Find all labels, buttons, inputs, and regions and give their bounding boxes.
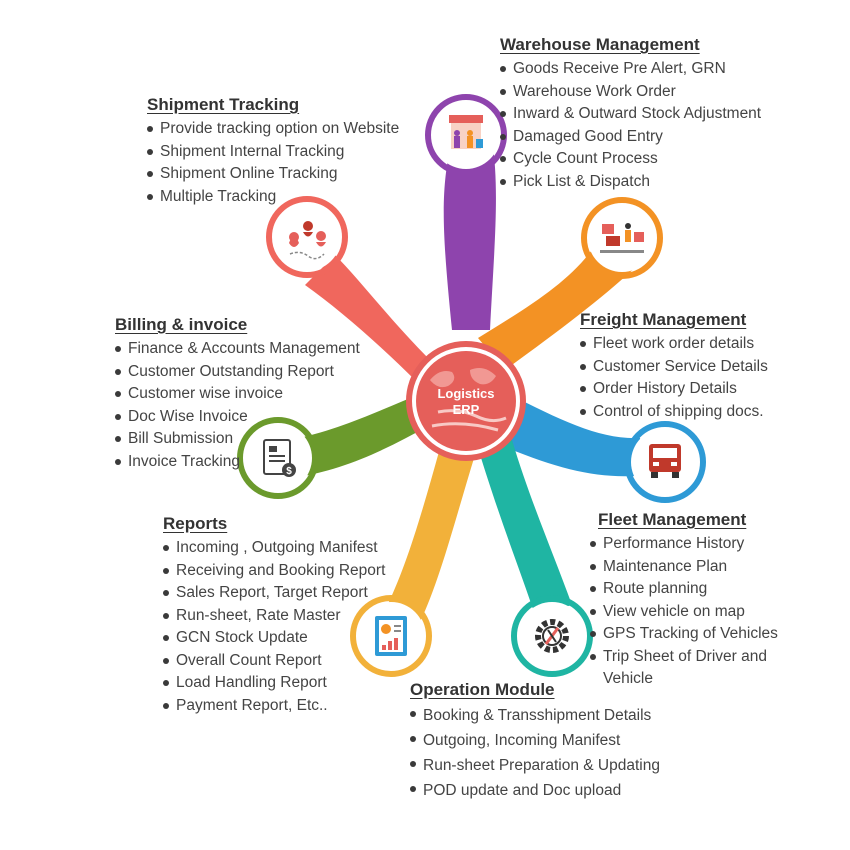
list-item: Payment Report, Etc.. [163, 695, 385, 718]
operation-module: Operation Module Booking & Transshipment… [410, 680, 660, 803]
list-item: GPS Tracking of Vehicles [590, 623, 790, 646]
operation-node [511, 595, 593, 677]
operation-arm [478, 440, 572, 615]
list-item: GCN Stock Update [163, 627, 385, 650]
list-item: Invoice Tracking [115, 451, 360, 474]
billing-arm [290, 392, 430, 478]
list-item: View vehicle on map [590, 601, 790, 624]
list-item: Order History Details [580, 378, 768, 401]
list-item: Bill Submission [115, 428, 360, 451]
list-item: Outgoing, Incoming Manifest [410, 728, 660, 753]
fleet-title: Fleet Management [598, 510, 747, 529]
center-title-line2: ERP [453, 402, 480, 417]
freight-handling-icon [600, 223, 644, 253]
list-item: Run-sheet Preparation & Updating [410, 753, 660, 778]
reports-module: Reports Incoming , Outgoing Manifest Rec… [163, 514, 385, 717]
list-item: Route planning [590, 578, 790, 601]
reports-title: Reports [163, 514, 228, 533]
list-item: Doc Wise Invoice [115, 406, 360, 429]
list-item: Inward & Outward Stock Adjustment [500, 103, 761, 126]
list-item: Incoming , Outgoing Manifest [163, 537, 385, 560]
fleet-arm [500, 392, 648, 477]
list-item: Provide tracking option on Website [147, 118, 399, 141]
list-item: Shipment Internal Tracking [147, 141, 399, 164]
warehouse-workers-icon [449, 115, 483, 149]
list-item: Goods Receive Pre Alert, GRN [500, 58, 761, 81]
shipment-title: Shipment Tracking [147, 95, 300, 114]
list-item: Overall Count Report [163, 650, 385, 673]
warehouse-node [425, 94, 507, 176]
shipment-list: Provide tracking option on Website Shipm… [147, 118, 399, 208]
freight-node [581, 197, 663, 279]
list-item: Damaged Good Entry [500, 126, 761, 149]
list-item: Maintenance Plan [590, 556, 790, 579]
fleet-list: Performance History Maintenance Plan Rou… [590, 533, 790, 691]
list-item: Control of shipping docs. [580, 401, 768, 424]
list-item: Finance & Accounts Management [115, 338, 360, 361]
reports-list: Incoming , Outgoing Manifest Receiving a… [163, 537, 385, 717]
list-item: Run-sheet, Rate Master [163, 605, 385, 628]
billing-title: Billing & invoice [115, 315, 248, 334]
fleet-node [624, 421, 706, 503]
list-item: Customer wise invoice [115, 383, 360, 406]
shipment-module: Shipment Tracking Provide tracking optio… [147, 95, 399, 208]
list-item: Trip Sheet of Driver and Vehicle [590, 646, 778, 691]
warehouse-arm [443, 140, 496, 330]
shipment-node [266, 196, 348, 278]
billing-module: Billing & invoice Finance & Accounts Man… [115, 315, 360, 473]
list-item: Performance History [590, 533, 790, 556]
list-item: POD update and Doc upload [410, 778, 660, 803]
operation-title: Operation Module [410, 680, 555, 699]
list-item: Shipment Online Tracking [147, 163, 399, 186]
freight-module: Freight Management Fleet work order deta… [580, 310, 768, 423]
list-item: Receiving and Booking Report [163, 560, 385, 583]
list-item: Pick List & Dispatch [500, 171, 761, 194]
shipment-arm [305, 255, 432, 385]
billing-node: $ [237, 417, 319, 499]
list-item: Sales Report, Target Report [163, 582, 385, 605]
reports-node [350, 595, 432, 677]
reports-arm [385, 448, 475, 622]
list-item: Load Handling Report [163, 672, 385, 695]
truck-icon [649, 444, 681, 478]
center-title-line1: Logistics [437, 386, 494, 401]
operation-list: Booking & Transshipment Details Outgoing… [410, 703, 660, 803]
gear-icon [535, 619, 569, 653]
billing-list: Finance & Accounts Management Customer O… [115, 338, 360, 473]
report-chart-icon [375, 616, 407, 656]
warehouse-title: Warehouse Management [500, 35, 700, 54]
fleet-module: Fleet Management Performance History Mai… [590, 510, 790, 691]
center-hub: Logistics ERP [406, 341, 526, 461]
warehouse-module: Warehouse Management Goods Receive Pre A… [500, 35, 761, 193]
list-item: Customer Outstanding Report [115, 361, 360, 384]
list-item: Multiple Tracking [147, 186, 399, 209]
freight-list: Fleet work order details Customer Servic… [580, 333, 768, 423]
freight-title: Freight Management [580, 310, 747, 329]
list-item: Booking & Transshipment Details [410, 703, 660, 728]
invoice-dollar-icon: $ [263, 439, 296, 477]
list-item: Fleet work order details [580, 333, 768, 356]
list-item: Cycle Count Process [500, 148, 761, 171]
svg-text:$: $ [286, 466, 292, 477]
location-pins-icon [289, 221, 326, 260]
warehouse-list: Goods Receive Pre Alert, GRN Warehouse W… [500, 58, 761, 193]
list-item: Warehouse Work Order [500, 81, 761, 104]
list-item: Customer Service Details [580, 356, 768, 379]
